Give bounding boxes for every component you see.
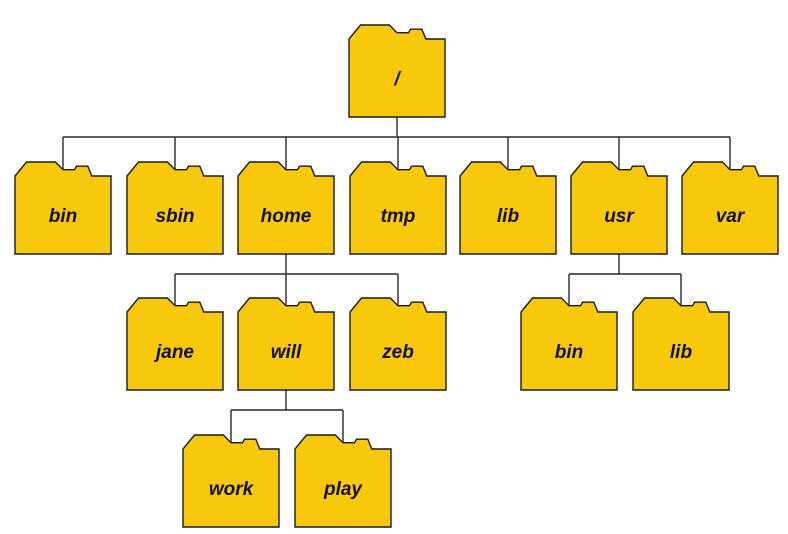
folder-usr-bin[interactable]: bin [520, 297, 618, 391]
folder-icon [126, 161, 224, 255]
folder-play[interactable]: play [294, 434, 392, 528]
folder-label-home: home [261, 206, 312, 227]
folder-label-will: will [271, 342, 302, 363]
folder-will[interactable]: will [237, 297, 335, 391]
folder-icon [14, 161, 112, 255]
folder-tmp[interactable]: tmp [349, 161, 447, 255]
folder-zeb[interactable]: zeb [349, 297, 447, 391]
folder-home[interactable]: home [237, 161, 335, 255]
tree-folders: / bin sbin home jane will work play zeb tmp lib usr… [14, 24, 779, 528]
folder-sbin[interactable]: sbin [126, 161, 224, 255]
folder-var[interactable]: var [681, 161, 779, 255]
folder-icon [237, 297, 335, 391]
folder-icon [520, 297, 618, 391]
folder-label-root: / [393, 69, 401, 90]
folder-icon [570, 161, 668, 255]
folder-jane[interactable]: jane [126, 297, 224, 391]
folder-icon [348, 24, 446, 118]
folder-icon [632, 297, 730, 391]
folder-label-sbin: sbin [155, 206, 194, 227]
folder-icon [349, 161, 447, 255]
folder-label-lib: lib [497, 206, 520, 227]
folder-label-tmp: tmp [381, 206, 416, 227]
folder-label-zeb: zeb [381, 342, 414, 363]
folder-label-bin: bin [49, 206, 78, 227]
folder-label-usr-lib: lib [670, 342, 693, 363]
tree-connectors [62, 117, 731, 443]
folder-icon [459, 161, 557, 255]
folder-work[interactable]: work [182, 434, 280, 528]
folder-label-usr-bin: bin [555, 342, 584, 363]
folder-icon [126, 297, 224, 391]
folder-icon [681, 161, 779, 255]
folder-bin[interactable]: bin [14, 161, 112, 255]
folder-label-usr: usr [604, 206, 635, 227]
folder-icon [182, 434, 280, 528]
folder-usr[interactable]: usr [570, 161, 668, 255]
folder-lib[interactable]: lib [459, 161, 557, 255]
folder-icon [237, 161, 335, 255]
folder-label-jane: jane [153, 342, 194, 363]
folder-usr-lib[interactable]: lib [632, 297, 730, 391]
folder-label-work: work [209, 479, 255, 500]
folder-icon [294, 434, 392, 528]
folder-label-play: play [323, 479, 363, 500]
folder-icon [349, 297, 447, 391]
folder-root[interactable]: / [348, 24, 446, 118]
folder-label-var: var [716, 206, 746, 227]
